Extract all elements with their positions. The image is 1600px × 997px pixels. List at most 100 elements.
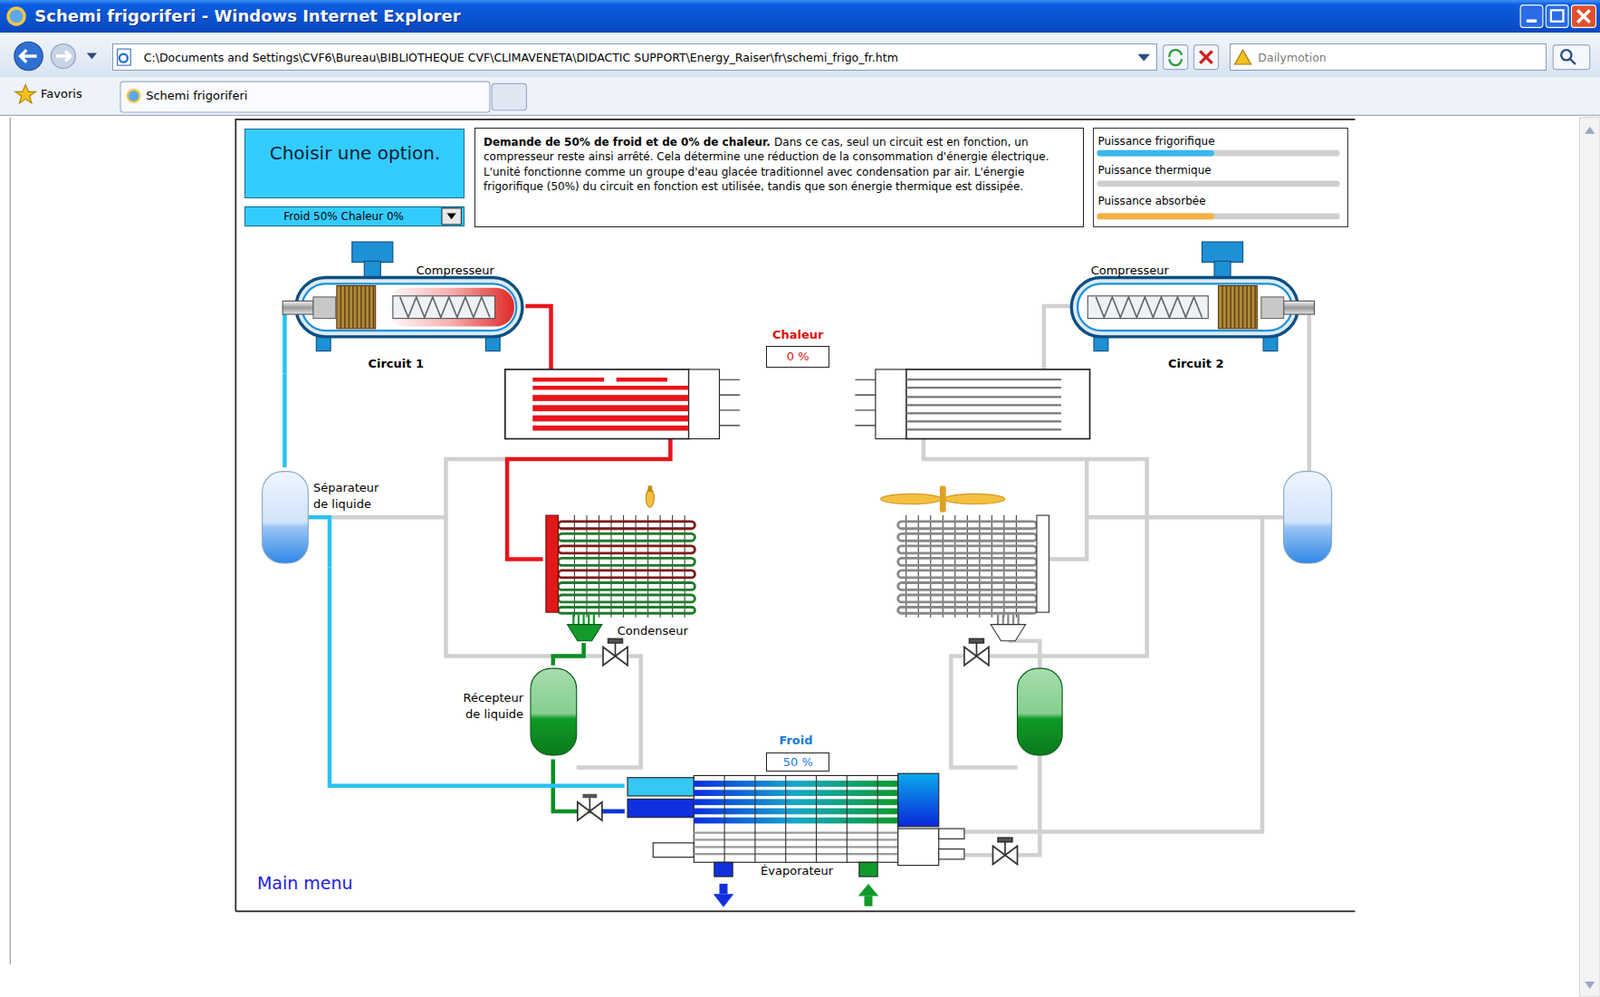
compressor-drawing bbox=[1218, 286, 1258, 329]
idle-piping bbox=[1048, 459, 1087, 559]
page-area bbox=[0, 115, 1580, 997]
separator-vessel bbox=[262, 471, 1332, 568]
heat-exchanger-drawing bbox=[718, 379, 740, 426]
heat-exchanger-drawing bbox=[532, 385, 689, 391]
browser-toolbar bbox=[491, 83, 527, 110]
condenser-drawing bbox=[881, 493, 943, 504]
browser-toolbar bbox=[0, 114, 1600, 116]
browser-toolbar bbox=[1163, 45, 1189, 70]
evaporator-drawing bbox=[938, 849, 965, 860]
option-controls bbox=[441, 208, 461, 225]
heat-exchanger-drawing bbox=[854, 379, 876, 426]
condenser-drawing bbox=[898, 570, 1037, 578]
idle-piping bbox=[950, 656, 1017, 768]
condenser-drawing bbox=[898, 557, 1037, 566]
condenser-drawing bbox=[997, 613, 1019, 625]
heat-exchanger-drawing bbox=[505, 369, 690, 440]
browser-toolbar bbox=[1552, 45, 1591, 70]
liquid-separator: Séparateur de liquide bbox=[258, 467, 393, 567]
title-bar-band bbox=[0, 0, 1600, 33]
condenser-drawing bbox=[557, 546, 695, 554]
browser-tab: Schemi frigoriferi bbox=[120, 81, 490, 113]
cold-indicator: Froid50 % bbox=[760, 731, 836, 772]
condenser-drawing bbox=[557, 570, 695, 578]
compressor-drawing bbox=[313, 297, 336, 319]
browser-toolbar bbox=[1168, 49, 1182, 66]
condenser-drawing bbox=[557, 533, 695, 541]
option-controls bbox=[244, 128, 464, 199]
browser-toolbar bbox=[127, 89, 141, 103]
condenser-drawing bbox=[1036, 515, 1050, 613]
option-controls bbox=[244, 206, 464, 228]
condenser-drawing bbox=[557, 607, 695, 614]
evaporator-drawing bbox=[627, 798, 694, 817]
condenser-drawing bbox=[939, 485, 947, 512]
condenser-drawing bbox=[898, 582, 1037, 590]
page-area bbox=[1579, 117, 1600, 997]
condenser-drawing bbox=[557, 582, 695, 590]
compressor-drawing bbox=[1077, 283, 1293, 331]
heat-exchanger-drawing bbox=[875, 369, 907, 440]
page-area bbox=[0, 115, 1600, 997]
browser-toolbar bbox=[119, 54, 128, 63]
receiver-vessel bbox=[530, 668, 1063, 756]
title-bar-band bbox=[8, 8, 25, 25]
power-bars bbox=[1096, 150, 1215, 157]
browser-toolbar bbox=[1561, 49, 1572, 60]
compressor-drawing bbox=[282, 241, 523, 374]
value-box: 0 % bbox=[766, 345, 830, 368]
idle-piping bbox=[1007, 641, 1040, 669]
page-area bbox=[1584, 126, 1595, 135]
power-label: Puissance thermique bbox=[1097, 163, 1211, 177]
browser-toolbar bbox=[50, 43, 76, 68]
condenser-drawing bbox=[943, 493, 1006, 504]
condenser-drawing bbox=[557, 521, 695, 614]
browser-toolbar bbox=[1570, 58, 1576, 65]
browser-toolbar bbox=[0, 32, 1600, 115]
circuit-label: Circuit 1 bbox=[367, 356, 424, 371]
heat-exchanger-drawing bbox=[532, 394, 689, 402]
heat-exchanger-drawing bbox=[532, 415, 689, 422]
compressor: CompresseurCircuit 1 bbox=[275, 240, 526, 374]
indicator-title: Chaleur bbox=[772, 327, 824, 342]
valve-symbol bbox=[976, 641, 978, 657]
browser-toolbar bbox=[15, 85, 37, 104]
condenser-drawing bbox=[546, 485, 696, 641]
compressor-drawing bbox=[385, 287, 515, 327]
condenser-drawing bbox=[898, 594, 1037, 603]
idle-piping bbox=[329, 515, 446, 520]
valve-symbol bbox=[969, 638, 985, 643]
evaporator-drawing bbox=[898, 773, 939, 827]
browser-toolbar bbox=[112, 43, 1158, 70]
browser-toolbar bbox=[86, 53, 97, 60]
condenser-drawing bbox=[567, 624, 603, 642]
expansion-valve bbox=[582, 794, 597, 799]
compressor-drawing bbox=[282, 312, 288, 374]
evaporator-drawing bbox=[627, 773, 965, 908]
condenser-drawing bbox=[573, 613, 595, 625]
compressor-drawing bbox=[302, 283, 518, 331]
heat-exchanger-drawing bbox=[532, 377, 604, 383]
valve-symbol bbox=[997, 837, 1013, 843]
valve-symbol bbox=[1004, 841, 1006, 856]
browser-toolbar bbox=[117, 48, 132, 66]
idle-piping bbox=[1017, 755, 1041, 855]
idle-piping bbox=[1086, 515, 1284, 520]
component-label: Récepteur de liquide bbox=[450, 689, 524, 723]
evaporator-drawing bbox=[714, 862, 733, 877]
browser-toolbar bbox=[1138, 54, 1151, 62]
page-area bbox=[9, 117, 11, 965]
component-label: Condenseur bbox=[617, 623, 689, 638]
valve-symbol bbox=[614, 641, 617, 657]
compressor-drawing bbox=[1202, 241, 1244, 263]
value-box: 50 % bbox=[766, 752, 830, 772]
expansion-valve bbox=[602, 809, 625, 815]
page-area bbox=[235, 119, 1355, 911]
expansion-valve bbox=[577, 794, 625, 821]
title-bar-band bbox=[1545, 5, 1569, 29]
condenser-drawing bbox=[990, 624, 1026, 642]
valve-symbol bbox=[603, 638, 1018, 864]
heat-exchanger-drawing bbox=[532, 404, 689, 412]
evaporator: Évaporateur bbox=[624, 772, 968, 881]
